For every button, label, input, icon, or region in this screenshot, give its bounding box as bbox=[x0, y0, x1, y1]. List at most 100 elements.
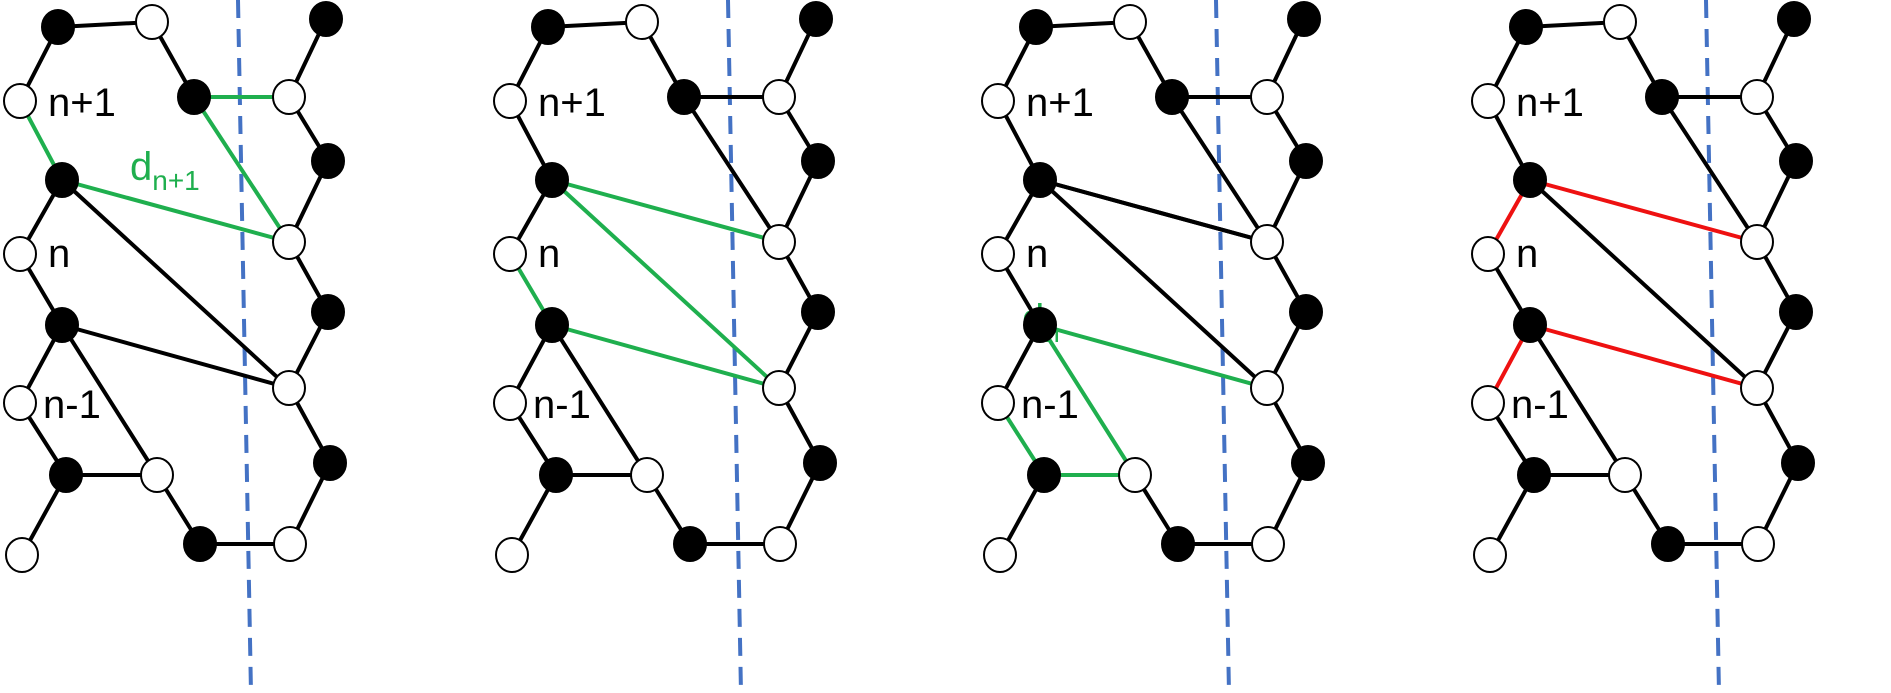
black-site-node bbox=[1027, 457, 1061, 493]
black-site-node bbox=[535, 307, 569, 343]
black-site-node bbox=[1291, 445, 1325, 481]
bond-edge bbox=[550, 323, 649, 477]
black-site-node bbox=[311, 294, 345, 330]
bond-edge bbox=[1170, 95, 1269, 244]
white-site-node bbox=[5, 537, 39, 573]
white-site-node bbox=[1608, 457, 1642, 493]
black-site-node bbox=[673, 526, 707, 562]
row-label-n: n bbox=[1026, 232, 1048, 276]
bond-edge bbox=[682, 95, 781, 244]
white-site-node bbox=[3, 236, 37, 272]
edge-label-d-n+1: dn+1 bbox=[130, 145, 200, 196]
white-site-node bbox=[1471, 83, 1505, 119]
black-site-node bbox=[531, 9, 565, 45]
white-site-node bbox=[3, 83, 37, 119]
row-label-n-minus-1: n-1 bbox=[1511, 383, 1569, 427]
black-site-node bbox=[1513, 307, 1547, 343]
white-site-node bbox=[1118, 457, 1152, 493]
black-site-node bbox=[45, 162, 79, 198]
black-site-node bbox=[801, 294, 835, 330]
white-site-node bbox=[763, 526, 797, 562]
white-site-node bbox=[272, 224, 306, 260]
black-site-node bbox=[1779, 143, 1813, 179]
black-site-node bbox=[535, 162, 569, 198]
white-site-node bbox=[495, 537, 529, 573]
row-label-n: n bbox=[538, 232, 560, 276]
bond-edge bbox=[60, 178, 291, 244]
black-site-node bbox=[1287, 1, 1321, 37]
white-site-node bbox=[1740, 224, 1774, 260]
black-site-node bbox=[1781, 445, 1815, 481]
row-label-n-plus-1: n+1 bbox=[538, 81, 606, 125]
black-site-node bbox=[1019, 9, 1053, 45]
white-site-node bbox=[273, 526, 307, 562]
panel-3: n+1nn-1dn-1 bbox=[981, 0, 1325, 693]
black-site-node bbox=[1645, 79, 1679, 115]
black-site-node bbox=[1509, 9, 1543, 45]
black-site-node bbox=[803, 445, 837, 481]
black-site-node bbox=[49, 457, 83, 493]
bond-edge bbox=[1660, 95, 1759, 244]
white-site-node bbox=[1740, 79, 1774, 115]
bond-edge bbox=[1528, 178, 1759, 390]
black-site-node bbox=[41, 9, 75, 45]
black-site-node bbox=[1777, 1, 1811, 37]
black-site-node bbox=[801, 143, 835, 179]
black-site-node bbox=[45, 307, 79, 343]
white-site-node bbox=[762, 370, 796, 406]
white-site-node bbox=[493, 83, 527, 119]
white-site-node bbox=[1250, 370, 1284, 406]
white-site-node bbox=[272, 79, 306, 115]
panel-1: n+1nn-1dn+1 bbox=[3, 0, 347, 693]
row-label-n: n bbox=[1516, 232, 1538, 276]
panel-2: n+1nn-1dn bbox=[493, 0, 1060, 693]
white-site-node bbox=[1113, 4, 1147, 40]
bond-edge bbox=[550, 323, 781, 390]
bond-edge bbox=[60, 323, 291, 390]
black-site-node bbox=[667, 79, 701, 115]
black-site-node bbox=[183, 526, 217, 562]
black-site-node bbox=[1023, 162, 1057, 198]
row-label-n-plus-1: n+1 bbox=[1026, 81, 1094, 125]
white-site-node bbox=[983, 537, 1017, 573]
white-site-node bbox=[1740, 370, 1774, 406]
white-site-node bbox=[1250, 224, 1284, 260]
bond-edge bbox=[1038, 178, 1269, 390]
white-site-node bbox=[140, 457, 174, 493]
black-site-node bbox=[1289, 294, 1323, 330]
black-site-node bbox=[1651, 526, 1685, 562]
bond-edge bbox=[192, 95, 291, 244]
white-site-node bbox=[1251, 526, 1285, 562]
bond-edge bbox=[1038, 323, 1269, 390]
bond-edge bbox=[1038, 178, 1269, 244]
black-site-node bbox=[177, 79, 211, 115]
black-site-node bbox=[1513, 162, 1547, 198]
white-site-node bbox=[272, 370, 306, 406]
black-site-node bbox=[313, 445, 347, 481]
row-label-n-minus-1: n-1 bbox=[533, 383, 591, 427]
bond-edge bbox=[1528, 323, 1627, 477]
white-site-node bbox=[625, 4, 659, 40]
bond-edge bbox=[1528, 323, 1759, 390]
white-site-node bbox=[762, 79, 796, 115]
white-site-node bbox=[981, 236, 1015, 272]
white-site-node bbox=[1741, 526, 1775, 562]
bond-edge bbox=[1038, 323, 1137, 477]
black-site-node bbox=[1517, 457, 1551, 493]
bond-edge bbox=[550, 178, 781, 390]
bond-edge bbox=[550, 178, 781, 244]
black-site-node bbox=[311, 143, 345, 179]
black-site-node bbox=[1779, 294, 1813, 330]
white-site-node bbox=[1603, 4, 1637, 40]
black-site-node bbox=[1161, 526, 1195, 562]
bond-edge bbox=[60, 323, 159, 477]
row-label-n-plus-1: n+1 bbox=[48, 81, 116, 125]
white-site-node bbox=[630, 457, 664, 493]
white-site-node bbox=[1471, 385, 1505, 421]
white-site-node bbox=[135, 4, 169, 40]
black-site-node bbox=[1289, 143, 1323, 179]
row-label-n-minus-1: n-1 bbox=[1021, 383, 1079, 427]
row-label-n-minus-1: n-1 bbox=[43, 383, 101, 427]
black-site-node bbox=[539, 457, 573, 493]
